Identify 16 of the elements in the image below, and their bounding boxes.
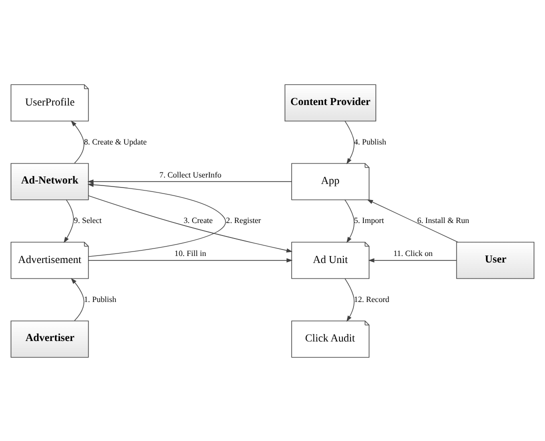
arrow <box>70 277 84 321</box>
arrow <box>366 198 458 242</box>
arrow <box>344 278 354 322</box>
arrow <box>344 120 354 164</box>
node-box: Content Provider <box>284 84 376 121</box>
arrow <box>70 120 84 164</box>
arrow <box>368 258 457 262</box>
node-box: Ad-Network <box>10 162 89 200</box>
node-box: Advertiser <box>10 320 89 358</box>
arrow <box>88 194 293 252</box>
arrow <box>87 182 226 256</box>
arrow <box>88 258 293 262</box>
arrow <box>344 198 354 243</box>
arrow <box>87 179 292 184</box>
node-box: User <box>456 241 534 278</box>
arrow <box>64 199 74 243</box>
